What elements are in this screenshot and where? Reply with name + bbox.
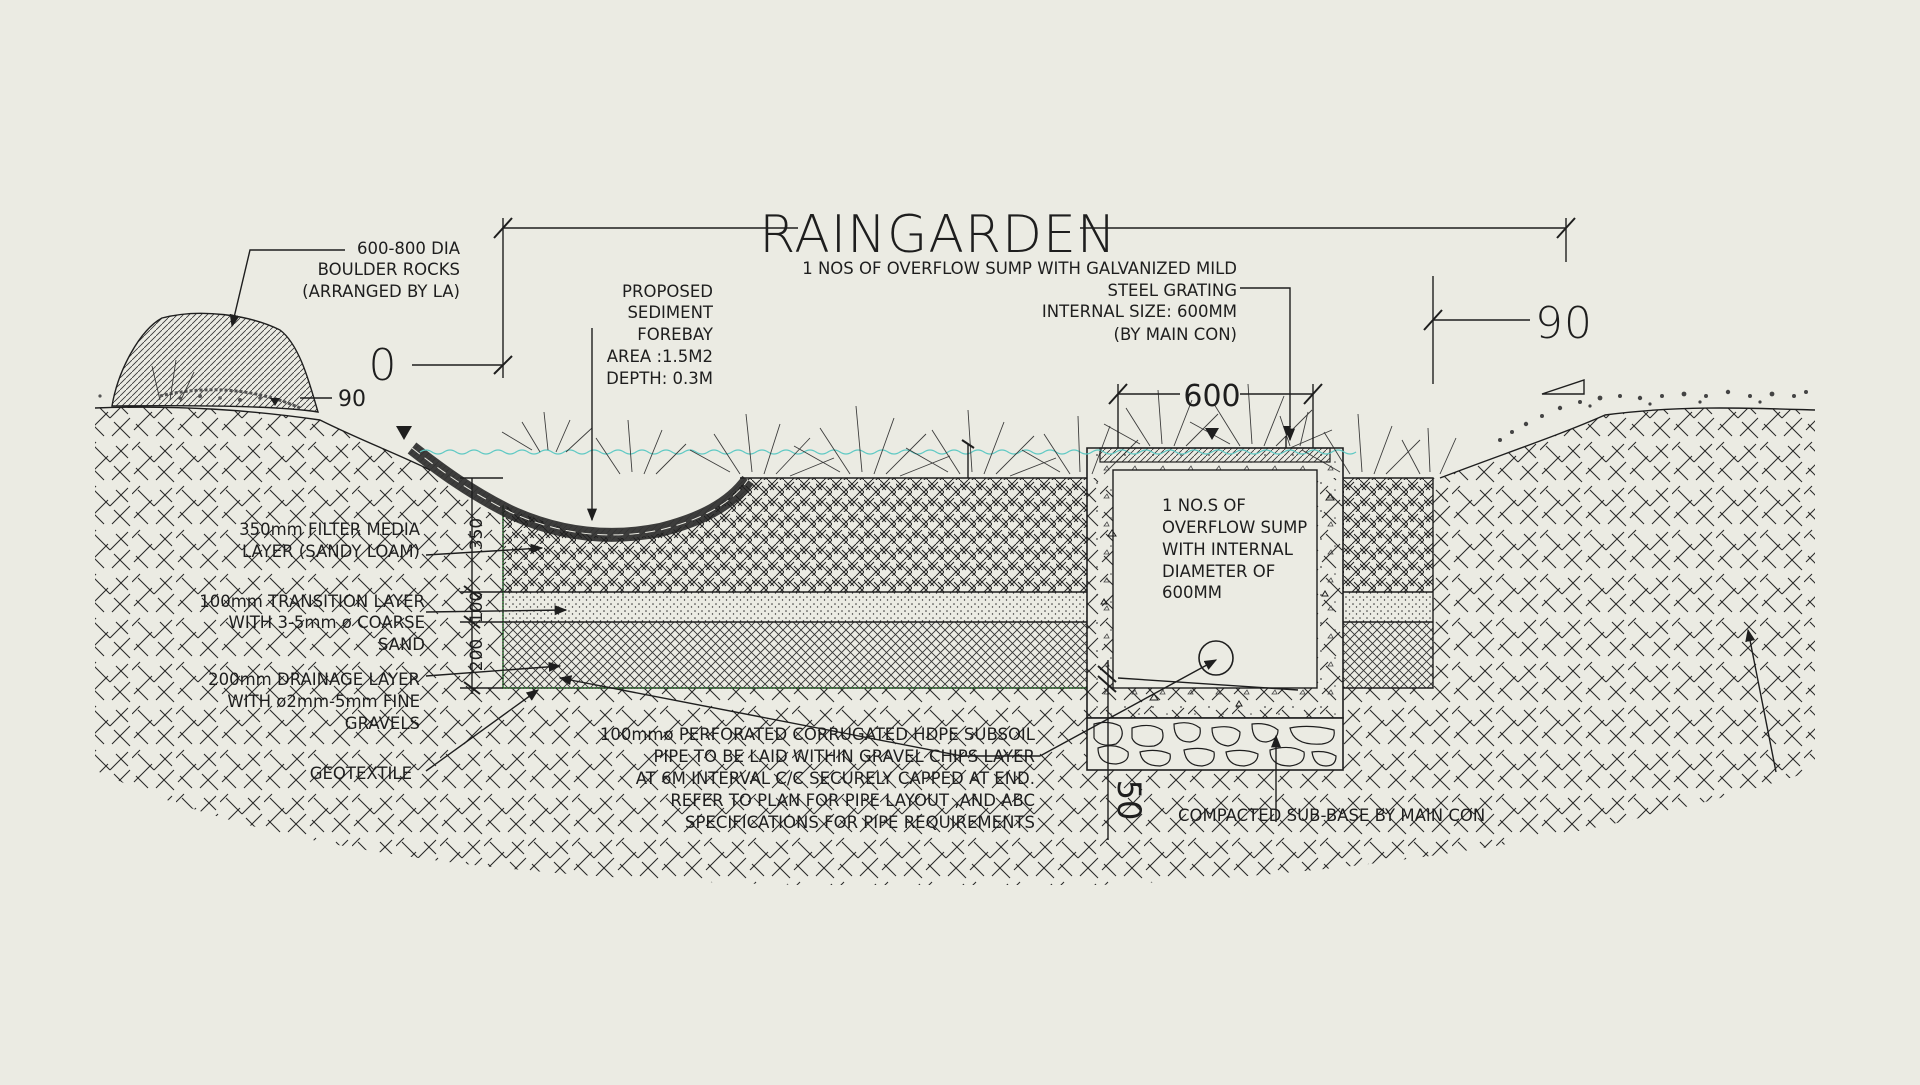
overflow-sump (1086, 447, 1344, 771)
water-level-line (419, 449, 1357, 455)
svg-text:WITH INTERNAL: WITH INTERNAL (1162, 540, 1294, 559)
svg-text:AREA :1.5M2: AREA :1.5M2 (607, 347, 713, 366)
dim-drainage-depth: 200 (467, 639, 487, 671)
svg-text:PIPE TO BE LAID WITHIN GRAVEL: PIPE TO BE LAID WITHIN GRAVEL CHIPS LAYE… (653, 747, 1035, 766)
dim-sump-width: 600 (1183, 379, 1240, 414)
svg-text:WITH ø2mm-5mm FINE: WITH ø2mm-5mm FINE (227, 692, 420, 711)
level-markers (270, 379, 1585, 440)
forebay-label: PROPOSED SEDIMENT FOREBAY AREA :1.5M2 DE… (606, 282, 714, 388)
svg-text:350mm FILTER MEDIA: 350mm FILTER MEDIA (239, 520, 421, 539)
ground-cover-right (1498, 389, 1808, 442)
svg-text:SAND: SAND (378, 635, 425, 654)
svg-text:LAYER (SANDY LOAM): LAYER (SANDY LOAM) (242, 542, 420, 561)
boulder-label: 600-800 DIA BOULDER ROCKS (ARRANGED BY L… (302, 239, 461, 301)
boulder-rock (111, 312, 319, 413)
svg-text:PROPOSED: PROPOSED (622, 282, 713, 301)
leader-lines (229, 249, 1777, 822)
svg-text:BOULDER ROCKS: BOULDER ROCKS (318, 260, 460, 279)
svg-text:200mm DRAINAGE LAYER: 200mm DRAINAGE LAYER (208, 670, 420, 689)
svg-text:STEEL GRATING: STEEL GRATING (1107, 281, 1237, 300)
raingarden-layers (502, 477, 1434, 689)
svg-text:INTERNAL SIZE: 600MM: INTERNAL SIZE: 600MM (1042, 302, 1237, 321)
svg-text:DEPTH: 0.3M: DEPTH: 0.3M (606, 369, 713, 388)
dim-boulder-level: 90 (338, 387, 366, 412)
forebay-rock-lining (407, 442, 754, 542)
svg-text:100mm TRANSITION LAYER: 100mm TRANSITION LAYER (199, 592, 425, 611)
subbase-label: COMPACTED SUB-BASE BY MAIN CON (1178, 806, 1485, 825)
svg-text:100mmø PERFORATED CORRUGATED H: 100mmø PERFORATED CORRUGATED HDPE SUBSOI… (600, 725, 1036, 744)
dimension-lines (300, 217, 1576, 840)
svg-text:DIAMETER OF: DIAMETER OF (1162, 562, 1275, 581)
filter-media-label: 350mm FILTER MEDIA LAYER (SANDY LOAM) (239, 520, 421, 561)
dim-filter-depth: 350 (467, 518, 487, 550)
dim-right-level: 90 (1535, 298, 1593, 349)
svg-text:GRAVELS: GRAVELS (345, 714, 420, 733)
svg-text:1 NO.S OF: 1 NO.S OF (1162, 496, 1246, 515)
svg-text:600MM: 600MM (1162, 583, 1222, 602)
svg-text:FOREBAY: FOREBAY (637, 325, 714, 344)
svg-text:1 NOS OF OVERFLOW SUMP WITH G: 1 NOS OF OVERFLOW SUMP WITH GALVANIZED M… (802, 259, 1237, 278)
svg-text:REFER TO PLAN FOR PIPE LAYOUT: REFER TO PLAN FOR PIPE LAYOUT ,AND ABC (670, 791, 1035, 810)
svg-text:600-800 DIA: 600-800 DIA (357, 239, 461, 258)
transition-label: 100mm TRANSITION LAYER WITH 3-5mm ø COAR… (199, 592, 425, 654)
ground-cover-left (98, 394, 262, 402)
subsoil-pipe-label: 100mmø PERFORATED CORRUGATED HDPE SUBSOI… (600, 725, 1036, 832)
svg-text:AT 6M INTERVAL C/C SECURELY CA: AT 6M INTERVAL C/C SECURELY CAPPED AT EN… (636, 769, 1035, 788)
overflow-grating-label: 1 NOS OF OVERFLOW SUMP WITH GALVANIZED M… (802, 259, 1237, 344)
svg-text:WITH 3-5mm ø COARSE: WITH 3-5mm ø COARSE (229, 613, 425, 632)
drainage-label: 200mm DRAINAGE LAYER WITH ø2mm-5mm FINE … (208, 670, 420, 733)
svg-text:(ARRANGED BY LA): (ARRANGED BY LA) (302, 282, 460, 301)
dim-left-level: 0 (369, 340, 398, 391)
svg-text:(BY MAIN CON): (BY MAIN CON) (1114, 325, 1237, 344)
geotextile-label: GEOTEXTILE (310, 764, 412, 783)
dim-transition-depth: 100 (467, 591, 487, 623)
drawing-title: RAINGARDEN (759, 205, 1117, 265)
svg-text:OVERFLOW SUMP: OVERFLOW SUMP (1162, 518, 1307, 537)
svg-text:SPECIFICATIONS FOR PIPE REQUIR: SPECIFICATIONS FOR PIPE REQUIREMENTS (685, 813, 1035, 832)
dim-base-depth: 50 (1110, 780, 1148, 821)
svg-text:SEDIMENT: SEDIMENT (627, 303, 713, 322)
sump-inside-label: 1 NO.S OF OVERFLOW SUMP WITH INTERNAL DI… (1162, 496, 1307, 602)
